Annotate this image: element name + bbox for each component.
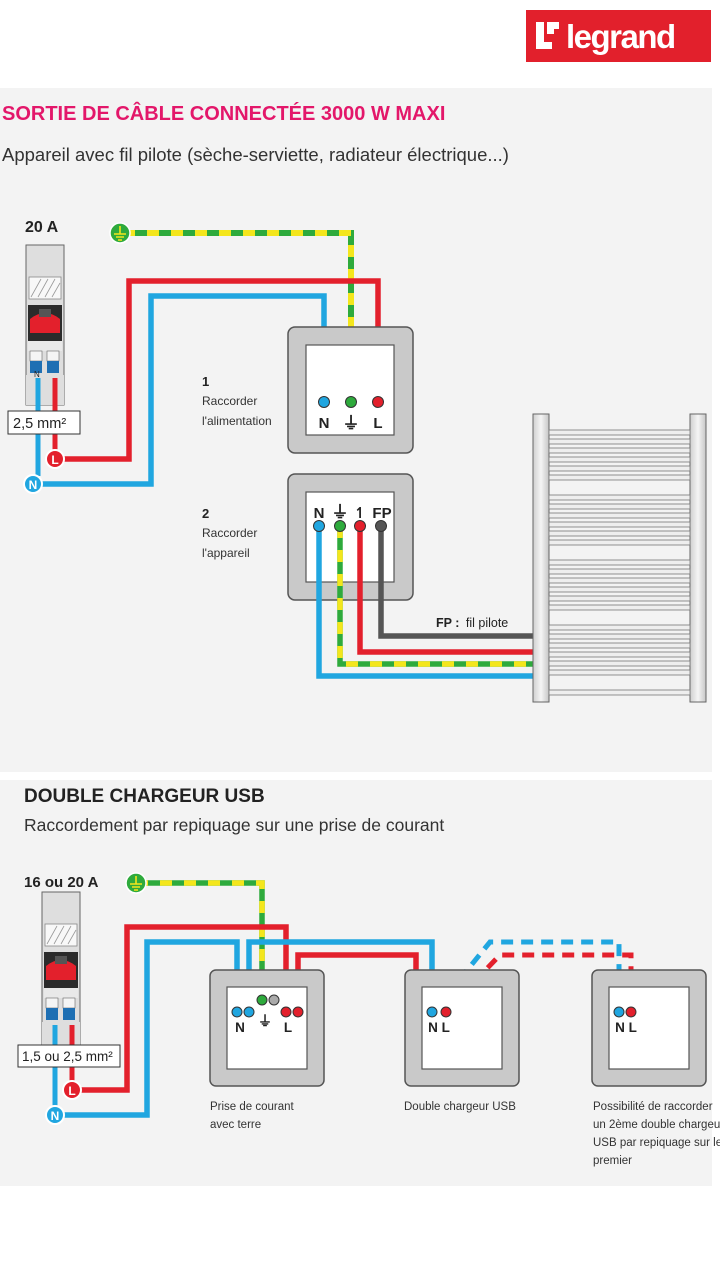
- legrand-logo-mark: legrand: [536, 18, 676, 55]
- live-wire-2: [72, 924, 289, 1093]
- radiator-rail: [548, 465, 691, 472]
- step1-line1: Raccorder: [202, 394, 257, 408]
- box1-terminal-l: L: [373, 415, 382, 432]
- fp-text: fil pilote: [466, 616, 508, 630]
- logo-text: legrand: [566, 18, 675, 55]
- breaker2-rating: 16 ou 20 A: [24, 874, 99, 891]
- outlet-terminal-l: L: [284, 1020, 292, 1035]
- radiator-rail: [548, 447, 691, 454]
- radiator-rail: [548, 429, 691, 436]
- connection-box-2: N ⏚ ↿ FP: [287, 473, 414, 601]
- box2-terminal-earth: ⏚: [332, 503, 349, 522]
- earth-wire-2: [136, 880, 265, 994]
- radiator-rail: [548, 669, 691, 676]
- connection-box-1: N ⏚ L: [287, 326, 414, 454]
- svg-text:L: L: [68, 1084, 75, 1098]
- supply-n-marker-1: N: [23, 474, 43, 494]
- box2-dot-earth: [334, 520, 346, 532]
- radiator-rail: [548, 577, 691, 584]
- section1-title: SORTIE DE CÂBLE CONNECTÉE 3000 W MAXI: [2, 101, 445, 125]
- appliance-neutral-wire: [316, 526, 540, 679]
- tap-live-diag: [444, 952, 634, 1013]
- cable-section-1: 2,5 mm²: [13, 416, 66, 432]
- charger2-terminals: N L: [615, 1020, 637, 1035]
- box2-dot-n: [313, 520, 325, 532]
- radiator-rail: [548, 586, 691, 593]
- cable-section-2: 1,5 ou 2,5 mm²: [22, 1049, 113, 1064]
- section2-title: DOUBLE CHARGEUR USB: [24, 786, 265, 807]
- radiator-rail: [548, 539, 691, 546]
- caption-outlet: Prise de courant avec terre: [210, 1101, 297, 1131]
- supply-n-marker-2: N: [45, 1105, 65, 1125]
- breaker1-rating: 20 A: [25, 219, 59, 236]
- step2-number: 2: [202, 506, 209, 521]
- breaker1-terminal-n: N: [34, 370, 40, 379]
- radiator-rail: [548, 512, 691, 519]
- charger2-box: N L: [591, 969, 707, 1087]
- svg-text:N: N: [51, 1109, 60, 1123]
- caption-charger: Double chargeur USB: [404, 1101, 516, 1113]
- box2-dot-fp: [375, 520, 387, 532]
- neutral-wire-2: [55, 939, 240, 1118]
- box2-dot-live: [354, 520, 366, 532]
- section2-subtitle: Raccordement par repiquage sur une prise…: [24, 815, 444, 835]
- radiator-rail: [548, 642, 691, 649]
- radiator-rail: [548, 494, 691, 501]
- charger-terminals: N L: [428, 1020, 450, 1035]
- towel-radiator: [532, 413, 707, 703]
- radiator-rail: [548, 633, 691, 640]
- svg-text:L: L: [51, 453, 58, 467]
- outlet-terminal-n: N: [235, 1020, 245, 1035]
- appliance-pilot-wire: [378, 526, 540, 639]
- radiator-rail: [548, 595, 691, 602]
- radiator-rail: [548, 456, 691, 463]
- charger-box: N L: [404, 969, 520, 1087]
- earth-symbol-1: [109, 222, 131, 244]
- radiator-rail: [548, 689, 691, 696]
- cable-section-box-1: [7, 410, 81, 435]
- fp-label: FP : fil pilote: [436, 616, 508, 630]
- radiator-rail: [548, 503, 691, 510]
- cable-section-box-2: [17, 1044, 121, 1068]
- supply-l-marker-2: L: [62, 1080, 82, 1100]
- radiator-rail: [548, 559, 691, 566]
- appliance-earth-wire: [337, 526, 540, 667]
- svg-text:N: N: [29, 478, 38, 492]
- earth-symbol-2: [125, 872, 147, 894]
- caption-second-charger: Possibilité de raccorder un 2ème double …: [593, 1101, 720, 1167]
- radiator-rail: [548, 568, 691, 575]
- box2-terminal-live: ↿: [354, 505, 367, 522]
- supply-l-marker-1: L: [45, 449, 65, 469]
- radiator-rail: [548, 651, 691, 658]
- box2-terminal-n: N: [314, 505, 325, 522]
- radiator-rail: [548, 438, 691, 445]
- appliance-live-wire: [357, 526, 540, 655]
- box1-terminal-earth: ⏚: [343, 414, 360, 433]
- radiator-rail: [548, 530, 691, 537]
- step1-line2: l'alimentation: [202, 414, 272, 428]
- breaker1: [25, 244, 65, 406]
- legrand-logo: legrand: [526, 10, 711, 62]
- step2-line2: l'appareil: [202, 546, 250, 560]
- section-divider: [0, 772, 712, 780]
- fp-key: FP :: [436, 616, 459, 630]
- box1-terminal-n: N: [319, 415, 330, 432]
- step1-number: 1: [202, 374, 209, 389]
- outlet-terminal-earth: ⏚: [258, 1013, 272, 1029]
- radiator-rail: [548, 521, 691, 528]
- live-wire-1: [55, 278, 381, 462]
- neutral-wire-1: [33, 293, 327, 487]
- section1-subtitle: Appareil avec fil pilote (sèche-serviett…: [2, 144, 509, 165]
- radiator-rail: [548, 624, 691, 631]
- box2-terminal-fp: FP: [372, 505, 391, 522]
- outlet-box: N ⏚ L: [209, 969, 325, 1087]
- radiator-rail: [548, 660, 691, 667]
- step2-line1: Raccorder: [202, 526, 257, 540]
- radiator-rail: [548, 604, 691, 611]
- radiator-rail: [548, 474, 691, 481]
